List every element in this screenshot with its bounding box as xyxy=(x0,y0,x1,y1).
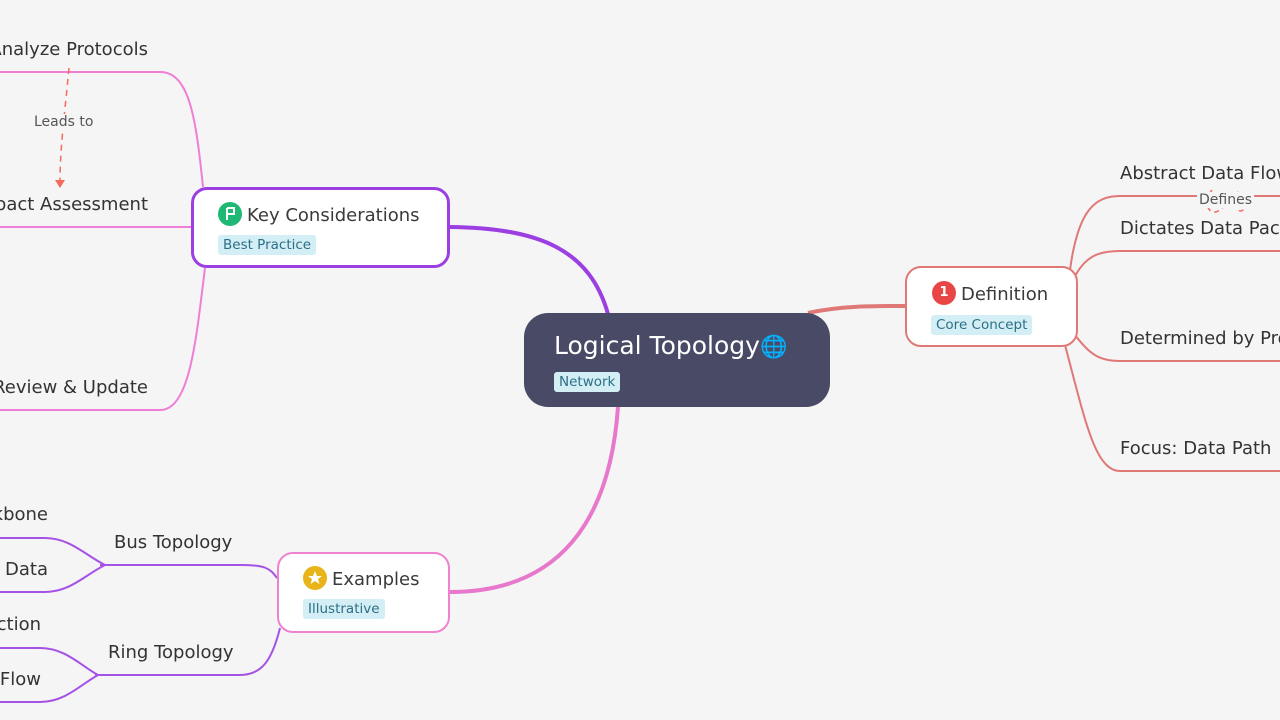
definition-child[interactable]: Focus: Data Path xyxy=(1120,438,1272,459)
examples-node[interactable]: Examples Illustrative xyxy=(277,552,450,633)
edge-def-2 xyxy=(1072,250,1280,281)
edge-key-1 xyxy=(0,71,204,188)
edge-central-examples xyxy=(449,406,620,594)
edge-ex-2 xyxy=(95,627,281,676)
key-considerations-title-row: Key Considerations xyxy=(218,202,420,228)
examples-grandchild[interactable]: ction xyxy=(0,614,41,635)
relation-leads-to-label: Leads to xyxy=(32,114,96,130)
examples-child[interactable]: Ring Topology xyxy=(108,642,234,663)
key-considerations-tag: Best Practice xyxy=(218,235,317,255)
edge-def-1 xyxy=(1069,195,1280,271)
central-tag: Network xyxy=(554,372,621,392)
examples-grandchild[interactable]: Flow xyxy=(0,669,41,690)
examples-tag: Illustrative xyxy=(303,599,385,619)
key-considerations-node[interactable]: Key Considerations Best Practice xyxy=(191,187,450,268)
relation-defines-line xyxy=(1206,189,1247,213)
examples-child[interactable]: Bus Topology xyxy=(114,532,233,553)
examples-grandchild[interactable]: Data xyxy=(5,559,48,580)
edge-ex-gc-3 xyxy=(0,647,99,676)
key-considerations-child[interactable]: Analyze Protocols xyxy=(0,39,148,60)
definition-child[interactable]: Determined by Pro xyxy=(1120,328,1280,349)
definition-tag: Core Concept xyxy=(931,315,1033,335)
relation-leads-to-line xyxy=(59,67,70,183)
central-topic[interactable]: Logical Topology🌐 Network xyxy=(524,313,830,407)
edge-key-3 xyxy=(0,267,206,411)
edge-ex-gc-1 xyxy=(0,537,106,566)
definition-title: Definition xyxy=(961,284,1049,305)
edge-central-key xyxy=(449,225,610,315)
edge-central-definition xyxy=(807,304,906,315)
definition-child[interactable]: Abstract Data Flow xyxy=(1120,163,1280,184)
star-icon xyxy=(303,566,327,590)
edge-def-4 xyxy=(1064,344,1280,472)
relation-leads-to-arrow xyxy=(55,180,65,188)
relation-defines-label: Defines xyxy=(1197,192,1254,208)
priority-1-icon: 1 xyxy=(932,281,956,305)
key-considerations-child[interactable]: Review & Update xyxy=(0,377,148,398)
central-title: Logical Topology🌐 xyxy=(554,331,788,360)
edge-ex-gc-4 xyxy=(0,674,99,703)
key-considerations-child[interactable]: pact Assessment xyxy=(0,194,148,215)
globe-icon: 🌐 xyxy=(759,335,788,360)
definition-child[interactable]: Dictates Data Pac xyxy=(1120,218,1280,239)
examples-title: Examples xyxy=(332,569,420,590)
key-considerations-title: Key Considerations xyxy=(247,205,420,226)
examples-title-row: Examples xyxy=(303,566,420,592)
edge-def-3 xyxy=(1074,334,1280,362)
examples-grandchild[interactable]: kbone xyxy=(0,504,48,525)
edge-ex-gc-2 xyxy=(0,564,106,593)
edge-ex-1 xyxy=(100,564,278,579)
flag-icon xyxy=(218,202,242,226)
